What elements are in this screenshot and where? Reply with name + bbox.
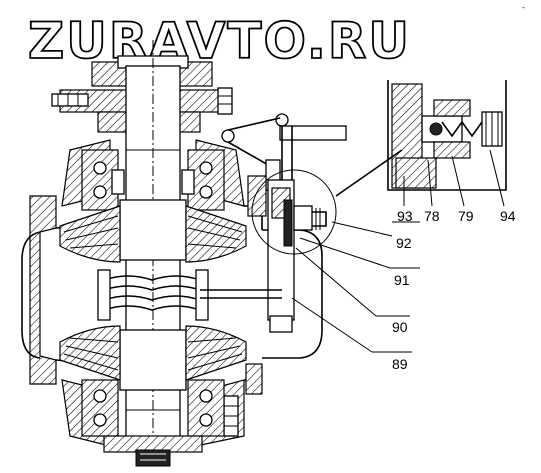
- bottom-cap: [103, 435, 203, 467]
- callout-90: 90: [392, 319, 408, 335]
- callout-92: 92: [396, 235, 412, 251]
- callout-79: 79: [458, 208, 474, 224]
- detail-inset: [335, 80, 507, 197]
- shift-fork-assembly: [200, 169, 337, 333]
- gearbox-section-drawing: [21, 40, 507, 467]
- upper-bearings: [81, 149, 225, 211]
- watermark-text: ZURAVTO.RU: [28, 12, 411, 70]
- corner-mark: ‐: [522, 3, 525, 12]
- callout-94: 94: [500, 208, 516, 224]
- callout-93: 93: [397, 208, 413, 224]
- leader-lines: [291, 149, 505, 353]
- callout-91: 91: [394, 272, 410, 288]
- callout-89: 89: [392, 356, 408, 372]
- middle-spring-section: [97, 269, 209, 321]
- main-shaft: [119, 40, 187, 460]
- callout-78: 78: [424, 208, 440, 224]
- lower-bearings: [81, 379, 225, 437]
- lower-bevel-gear: [59, 325, 247, 381]
- upper-bevel-gear: [59, 205, 247, 263]
